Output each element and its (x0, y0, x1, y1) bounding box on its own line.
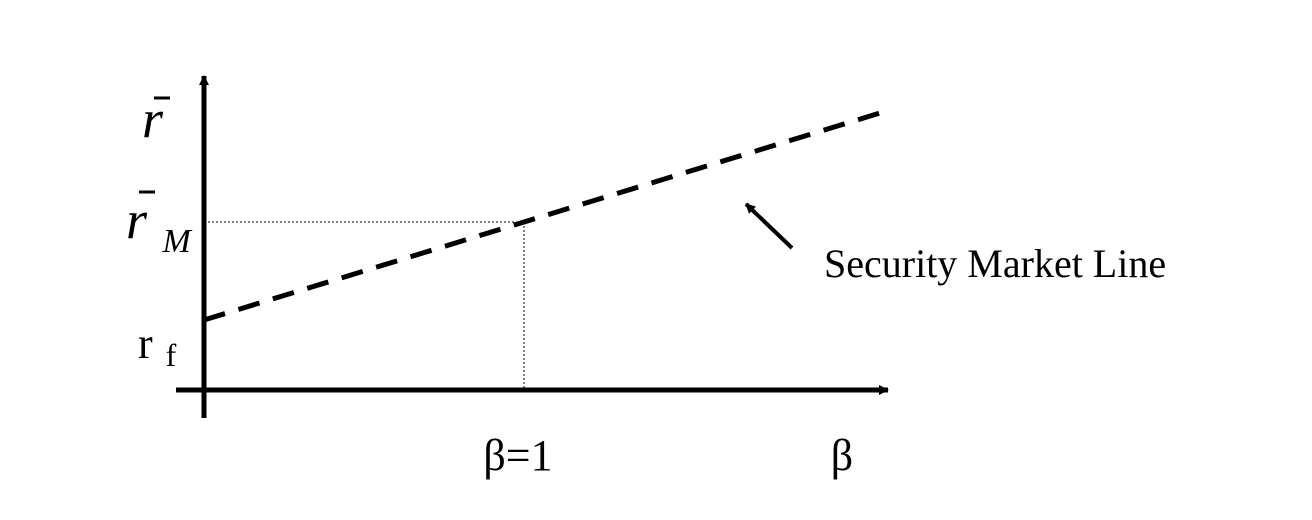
x-axis-label: β (831, 431, 853, 480)
x-tick-label-beta-one: β=1 (483, 431, 552, 480)
y-tick-label-r-market: r M (126, 190, 193, 260)
y-axis-label: r (142, 89, 164, 149)
y-tick-label-r-free: r f (138, 319, 177, 373)
annotation-label: Security Market Line (824, 241, 1166, 286)
annotation-arrow (744, 202, 794, 250)
security-market-line (203, 106, 893, 323)
